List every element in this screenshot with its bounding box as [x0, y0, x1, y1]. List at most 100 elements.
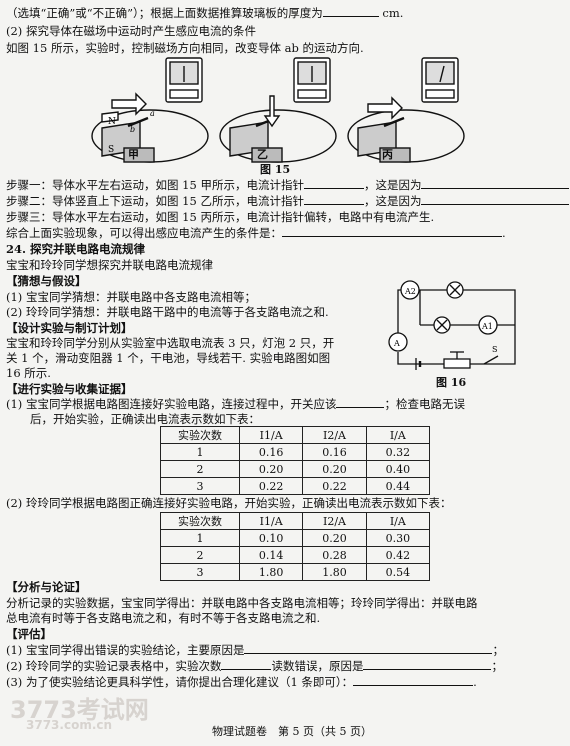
guess-1: (1) 宝宝同学猜想：并联电路中各支路电流相等； [6, 290, 256, 304]
table-header: I/A [365, 426, 431, 444]
figure-label-jia: 甲 [128, 148, 139, 161]
experiment-1: (1) 宝宝同学根据电路图连接好实验电路，连接过程中，开关应该；检查电路无误 [6, 397, 465, 411]
table-cell: 1.80 [302, 563, 367, 581]
answer-blank[interactable] [282, 226, 502, 237]
table-cell: 0.54 [365, 563, 431, 581]
figure-label-bing: 丙 [382, 148, 393, 161]
step-1: 步骤一：导体水平左右运动，如图 15 甲所示，电流计指针，这是因为； [6, 178, 570, 193]
plan-line: 宝宝和玲玲同学分别从实验室中选取电流表 3 只，灯泡 2 只，开 [6, 336, 335, 350]
section-heading: 【设计实验与制订计划】 [6, 321, 133, 335]
figure-15: N S a b [91, 57, 465, 163]
table-cell: 0.20 [302, 460, 367, 478]
question-text: （选填“正确”或“不正确”）；根据上面数据推算玻璃板的厚度为 [6, 6, 323, 20]
table-cell: 3 [160, 477, 240, 495]
evaluation-2: (2) 玲玲同学的实验记录表格中，实验次数读数错误，原因是； [6, 659, 503, 673]
table-cell: 0.20 [302, 529, 367, 547]
analysis-line: 总电流有时等于各支路电流之和，有时不等于各支路电流之和. [6, 611, 321, 625]
answer-blank[interactable] [421, 178, 570, 189]
table-header: I1/A [238, 426, 304, 444]
ammeter-a-label: A [393, 339, 400, 348]
section-heading: 【分析与论证】 [6, 580, 87, 594]
table-cell: 0.14 [238, 546, 304, 564]
table-cell: 2 [160, 546, 240, 564]
ammeter-a1-label: A1 [481, 322, 493, 331]
table-cell: 0.44 [365, 477, 431, 495]
figure-15-caption: 图 15 [260, 163, 291, 176]
table-cell: 3 [160, 563, 240, 581]
table-cell: 0.42 [365, 546, 431, 564]
experiment-1-cont: 后，开始实验，正确读出电流表示数如下表： [30, 412, 260, 426]
setup-bing [347, 57, 465, 163]
table-cell: 0.40 [365, 460, 431, 478]
table-cell: 0.22 [302, 477, 367, 495]
evaluation-1: (1) 宝宝同学得出错误的实验结论，主要原因是； [6, 643, 504, 657]
table-cell: 0.16 [302, 443, 367, 461]
figure-label-yi: 乙 [257, 148, 268, 161]
step-3: 步骤三：导体水平左右运动，如图 15 丙所示，电流计指针偏转，电路中有电流产生. [6, 210, 435, 224]
table-header: I1/A [238, 512, 304, 530]
answer-blank[interactable] [221, 659, 272, 670]
conductor-b-label: b [130, 125, 135, 134]
step-conclusion: 综合上面实验现象，可以得出感应电流产生的条件是：. [6, 226, 506, 240]
magnet-s-label: S [108, 145, 114, 155]
guess-2: (2) 玲玲同学猜想：并联电路干路中的电流等于各支路电流之和. [6, 305, 329, 319]
table-cell: 0.20 [238, 460, 304, 478]
table-cell: 0.32 [365, 443, 431, 461]
answer-blank[interactable] [336, 397, 385, 408]
page-footer: 物理试题卷 第 5 页（共 5 页） [212, 725, 372, 738]
table-cell: 0.28 [302, 546, 367, 564]
table-header: I/A [365, 512, 431, 530]
answer-blank[interactable] [244, 643, 493, 654]
table-cell: 1 [160, 443, 240, 461]
table-cell: 1.80 [238, 563, 304, 581]
question-24-title: 24. 探究并联电路电流规律 [6, 242, 146, 256]
q24-intro: 宝宝和玲玲同学想探究并联电路电流规律 [6, 258, 213, 272]
experiment-2: (2) 玲玲同学根据电路图正确连接好实验电路，开始实验，正确读出电流表示数如下表… [6, 496, 452, 510]
table-cell: 1 [160, 529, 240, 547]
table-cell: 0.30 [365, 529, 431, 547]
fill-line-1: （选填“正确”或“不正确”）；根据上面数据推算玻璃板的厚度为 cm. [6, 6, 403, 21]
magnet-n-label: N [108, 117, 116, 127]
setup-jia [91, 57, 209, 163]
table-header: I2/A [302, 512, 367, 530]
evaluation-3: (3) 为了使实验结论更具科学性，请你提出合理化建议（1 条即可）：. [6, 675, 477, 689]
watermark-url: 3773.com.cn [26, 718, 113, 732]
question-line: 如图 15 所示，实验时，控制磁场方向相同，改变导体 ab 的运动方向. [6, 41, 364, 55]
unit-text: cm. [382, 6, 404, 20]
answer-blank[interactable] [303, 194, 364, 205]
table-header: 实验次数 [160, 512, 240, 530]
answer-blank[interactable] [353, 675, 474, 686]
answer-blank[interactable] [303, 178, 364, 189]
figure-16-caption: 图 16 [436, 376, 467, 389]
setup-yi [219, 57, 337, 163]
step-2: 步骤二：导体竖直上下运动，如图 15 乙所示，电流计指针，这是因为； [6, 194, 570, 209]
ammeter-a2-label: A2 [404, 287, 416, 296]
plan-line: 16 所示. [6, 366, 51, 380]
switch-label: S [492, 345, 497, 354]
table-cell: 0.10 [238, 529, 304, 547]
section-heading: 【进行实验与收集证据】 [6, 382, 133, 396]
answer-blank[interactable] [322, 6, 379, 17]
table-header-row: 实验次数 I1/A I2/A I/A [160, 426, 431, 444]
analysis-line: 分析记录的实验数据，宝宝同学得出：并联电路中各支路电流相等；玲玲同学得出：并联电… [6, 596, 478, 610]
table-cell: 0.22 [238, 477, 304, 495]
table-header-row: 实验次数 I1/A I2/A I/A [160, 512, 431, 530]
question-line: (2) 探究导体在磁场中运动时产生感应电流的条件 [6, 24, 256, 38]
answer-blank[interactable] [363, 659, 492, 670]
figure-16-circuit: A2 A1 A S [388, 280, 516, 370]
conductor-a-label: a [150, 109, 155, 118]
watermark-logo: 3773考试网 [10, 696, 149, 724]
table-header: 实验次数 [160, 426, 240, 444]
table-cell: 0.16 [238, 443, 304, 461]
answer-blank[interactable] [421, 194, 570, 205]
plan-line: 关 1 个，滑动变阻器 1 个，干电池，导线若干. 实验电路图如图 [6, 351, 331, 365]
